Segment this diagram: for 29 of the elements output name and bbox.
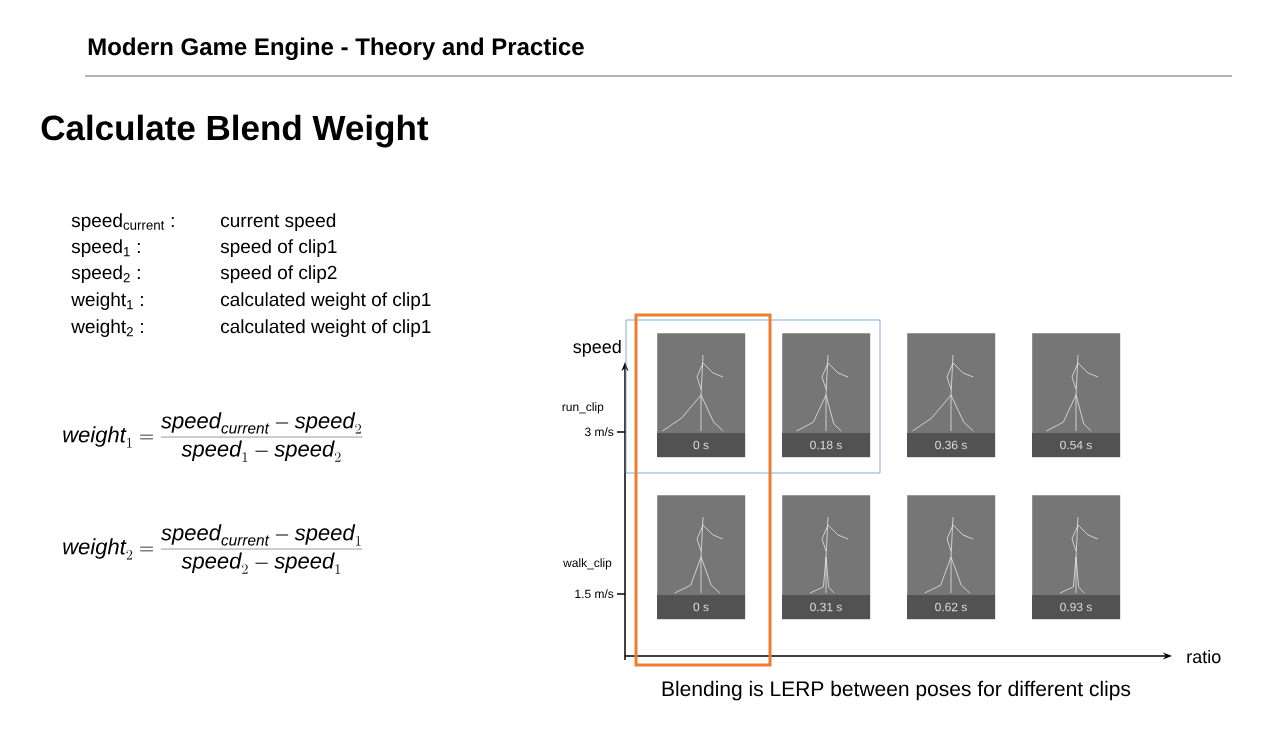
term-definition: speed of clip1 (220, 239, 337, 257)
term-label: speed$_{1}$ : (71, 239, 140, 257)
axis-label: ratio (1187, 649, 1221, 664)
clip-label: walk_clip (563, 558, 612, 570)
term-definition: speed of clip2 (220, 265, 337, 283)
term-label: speed$_{current}$ : (71, 213, 174, 231)
animation-frame: 0 s (657, 495, 746, 620)
animation-frame: 0.31 s (782, 495, 871, 620)
clip-label: run_clip (562, 402, 604, 414)
tick-label: 3 m/s (584, 427, 614, 437)
tick-label: 1.5 m/s (575, 589, 614, 599)
term-definition: calculated weight of clip1 (221, 292, 431, 310)
term-label: weight$_{1}$ : (71, 292, 143, 310)
formula: $\mathit{weight}_1=\frac{\mathit{speed}_{\mathit{current}}-\mathit{speed}_2}{\mathit{speed}_1-\mathit{speed}_2}$ (63, 412, 363, 462)
animation-frame: 0.18 s (782, 333, 871, 458)
caption-text: Blending is LERP between poses for different clips (662, 680, 1131, 701)
term-definition: current speed (221, 213, 336, 231)
animation-frame: 0.54 s (1032, 333, 1121, 458)
animation-frame: 0.36 s (907, 333, 996, 458)
term-label: weight$_{2}$ : (71, 319, 143, 337)
formula: $\mathit{weight}_2=\frac{\mathit{speed}_{\mathit{current}}-\mathit{speed}_1}{\mathit{speed}_2-\mathit{speed}_1}$ (63, 524, 363, 574)
animation-frame: 0.93 s (1032, 495, 1121, 620)
animation-frame: 0.62 s (907, 495, 996, 620)
axis-label: speed (573, 339, 621, 357)
term-definition: calculated weight of clip1 (221, 319, 431, 337)
term-label: speed$_{2}$ : (71, 265, 140, 283)
animation-frame: 0 s (657, 333, 746, 458)
slide-title: Calculate Blend Weight (41, 114, 429, 148)
header-text: Modern Game Engine - Theory and Practice (88, 37, 584, 61)
